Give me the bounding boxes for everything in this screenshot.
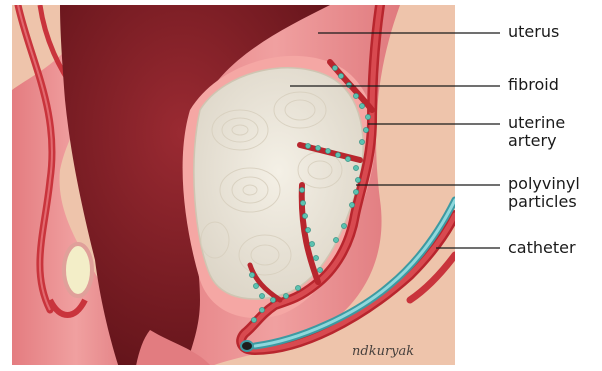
- label-polyvinyl-particles: polyvinyl particles: [508, 175, 580, 211]
- label-fibroid: fibroid: [508, 76, 559, 94]
- label-polyvinyl-particles-line1: polyvinyl: [508, 175, 580, 193]
- label-uterine-artery-line2: artery: [508, 132, 565, 150]
- label-uterine-artery-line1: uterine: [508, 114, 565, 132]
- label-uterine-artery: uterine artery: [508, 114, 565, 150]
- label-uterus: uterus: [508, 23, 559, 41]
- artist-signature: ndkuryak: [352, 344, 414, 359]
- label-polyvinyl-particles-line2: particles: [508, 193, 580, 211]
- label-catheter: catheter: [508, 239, 576, 257]
- catheter-tip: [241, 341, 253, 351]
- ovary: [64, 244, 92, 296]
